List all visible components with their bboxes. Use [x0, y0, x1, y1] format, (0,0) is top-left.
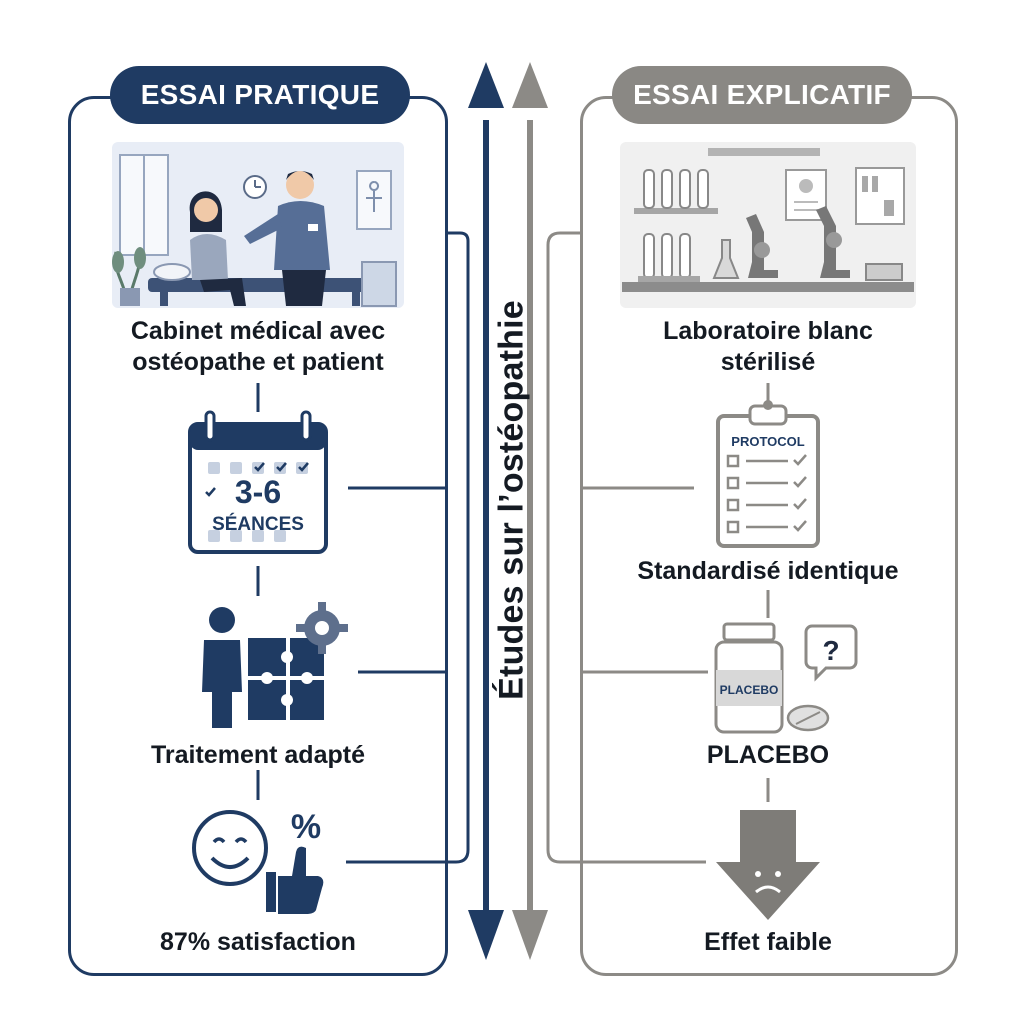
smiley-thumbs-up-icon: %: [192, 808, 324, 914]
percent-symbol: %: [291, 808, 321, 846]
explicatif-header: ESSAI EXPLICATIF: [612, 66, 912, 124]
lab-label-line1: Laboratoire blanc: [663, 317, 873, 345]
calendar-unit: SÉANCES: [212, 513, 304, 535]
down-arrow-sad-icon: [716, 810, 820, 920]
calendar-icon: 3-6 SÉANCES: [188, 410, 328, 554]
laboratory-illustration: [620, 142, 916, 308]
lab-label: Laboratoire blanc stérilisé: [608, 316, 928, 378]
bottle-label: PLACEBO: [720, 683, 779, 697]
clipboard-protocol-icon: PROTOCOL: [716, 400, 820, 548]
satisfaction-label: 87% satisfaction: [160, 928, 356, 956]
left-connectors: [256, 231, 470, 864]
calendar-value: 3-6: [235, 474, 281, 510]
placebo-bottle-icon: PLACEBO ?: [714, 622, 858, 734]
doctor-office-illustration: [112, 142, 404, 308]
person-puzzle-gear-icon: [202, 602, 348, 728]
center-title: Études sur l’ostéopathie: [492, 300, 531, 700]
office-label-line1: Cabinet médical avec: [130, 317, 386, 345]
center-arrow-gray: [512, 62, 548, 960]
standardized-label: Standardisé identique: [637, 557, 899, 585]
clipboard-title: PROTOCOL: [731, 434, 804, 449]
treatment-label: Traitement adapté: [151, 741, 365, 769]
question-symbol: ?: [822, 635, 839, 666]
office-label: Cabinet médical avec ostéopathe et patie…: [98, 316, 418, 378]
lab-label-line2: stérilisé: [720, 348, 816, 376]
office-label-line2: ostéopathe et patient: [132, 348, 384, 376]
placebo-label: PLACEBO: [706, 741, 830, 769]
weak-effect-label: Effet faible: [704, 928, 832, 956]
center-arrow-dark: [468, 62, 504, 960]
right-connectors: [546, 231, 770, 864]
pratique-header: ESSAI PRATIQUE: [110, 66, 410, 124]
